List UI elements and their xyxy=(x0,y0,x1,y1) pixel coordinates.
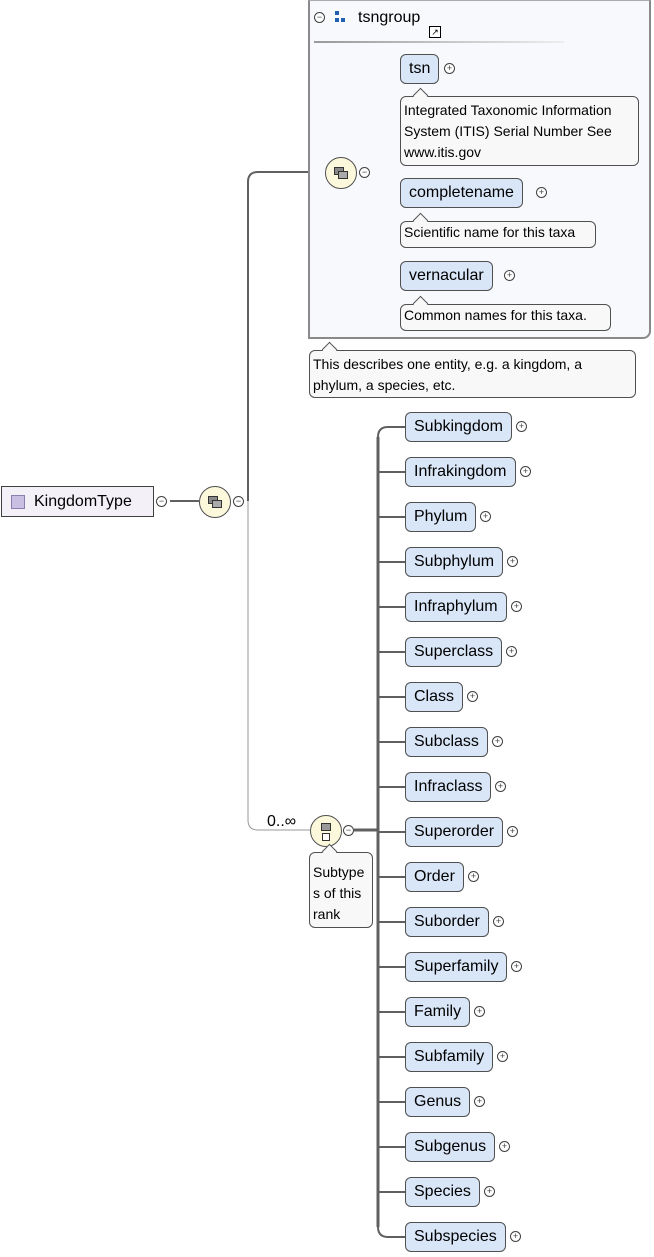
expand-icon[interactable]: + xyxy=(510,1231,521,1242)
element-phylum[interactable]: Phylum xyxy=(405,502,477,532)
collapse-icon[interactable]: − xyxy=(156,496,167,507)
complex-type-icon xyxy=(11,495,25,509)
collapse-icon[interactable]: − xyxy=(359,167,370,178)
expand-icon[interactable]: + xyxy=(507,826,518,837)
choice-icon[interactable] xyxy=(310,815,342,847)
shortcut-arrow-icon[interactable]: ↗ xyxy=(429,26,441,38)
expand-icon[interactable]: + xyxy=(520,466,531,477)
element-subphylum[interactable]: Subphylum xyxy=(405,547,504,577)
kingdomtype-element[interactable]: KingdomType xyxy=(1,486,154,517)
element-superfamily[interactable]: Superfamily xyxy=(405,952,508,982)
expand-icon[interactable]: + xyxy=(493,916,504,927)
doc-group: This describes one entity, e.g. a kingdo… xyxy=(309,350,636,398)
element-superorder[interactable]: Superorder xyxy=(405,817,504,847)
collapse-icon[interactable]: − xyxy=(314,12,325,23)
element-infraclass[interactable]: Infraclass xyxy=(405,772,492,802)
sequence-icon[interactable] xyxy=(199,486,231,518)
expand-icon[interactable]: + xyxy=(467,691,478,702)
expand-icon[interactable]: + xyxy=(511,961,522,972)
doc-choice: Subtypes of this rank xyxy=(309,852,373,928)
expand-icon[interactable]: + xyxy=(499,1141,510,1152)
element-tsn[interactable]: tsn xyxy=(400,54,440,84)
element-subspecies[interactable]: Subspecies xyxy=(405,1222,506,1252)
doc-completename: Scientific name for this taxa xyxy=(400,221,596,248)
expand-icon[interactable]: + xyxy=(468,871,479,882)
expand-icon[interactable]: + xyxy=(511,601,522,612)
element-class[interactable]: Class xyxy=(405,682,464,712)
expand-icon[interactable]: + xyxy=(444,63,455,74)
group-title: tsngroup xyxy=(358,9,421,26)
doc-tsn: Integrated Taxonomic Information System … xyxy=(400,96,639,166)
expand-icon[interactable]: + xyxy=(507,556,518,567)
element-subkingdom[interactable]: Subkingdom xyxy=(405,412,512,442)
expand-icon[interactable]: + xyxy=(497,1051,508,1062)
collapse-icon[interactable]: − xyxy=(233,496,244,507)
divider xyxy=(314,41,564,43)
element-completename[interactable]: completename xyxy=(400,178,523,208)
sequence-icon[interactable] xyxy=(325,157,357,189)
element-suborder[interactable]: Suborder xyxy=(405,907,489,937)
element-superclass[interactable]: Superclass xyxy=(405,637,503,667)
root-label: KingdomType xyxy=(34,493,132,510)
expand-icon[interactable]: + xyxy=(504,270,515,281)
element-subclass[interactable]: Subclass xyxy=(405,727,488,757)
connector-line xyxy=(377,426,405,438)
element-subgenus[interactable]: Subgenus xyxy=(405,1132,496,1162)
element-vernacular[interactable]: vernacular xyxy=(400,261,493,291)
element-genus[interactable]: Genus xyxy=(405,1087,471,1117)
element-infrakingdom[interactable]: Infrakingdom xyxy=(405,457,516,487)
connector-line xyxy=(377,1226,405,1238)
expand-icon[interactable]: + xyxy=(495,781,506,792)
expand-icon[interactable]: + xyxy=(484,1186,495,1197)
cardinality-label: 0..∞ xyxy=(267,813,297,830)
group-icon xyxy=(335,11,345,23)
expand-icon[interactable]: + xyxy=(480,511,491,522)
expand-icon[interactable]: + xyxy=(474,1006,485,1017)
element-subfamily[interactable]: Subfamily xyxy=(405,1042,494,1072)
expand-icon[interactable]: + xyxy=(516,421,527,432)
element-infraphylum[interactable]: Infraphylum xyxy=(405,592,507,622)
element-order[interactable]: Order xyxy=(405,862,464,892)
element-species[interactable]: Species xyxy=(405,1177,480,1207)
expand-icon[interactable]: + xyxy=(536,187,547,198)
expand-icon[interactable]: + xyxy=(492,736,503,747)
doc-vernacular: Common names for this taxa. xyxy=(400,304,611,331)
element-family[interactable]: Family xyxy=(405,997,471,1027)
expand-icon[interactable]: + xyxy=(506,646,517,657)
expand-icon[interactable]: + xyxy=(474,1096,485,1107)
collapse-icon[interactable]: − xyxy=(343,825,354,836)
